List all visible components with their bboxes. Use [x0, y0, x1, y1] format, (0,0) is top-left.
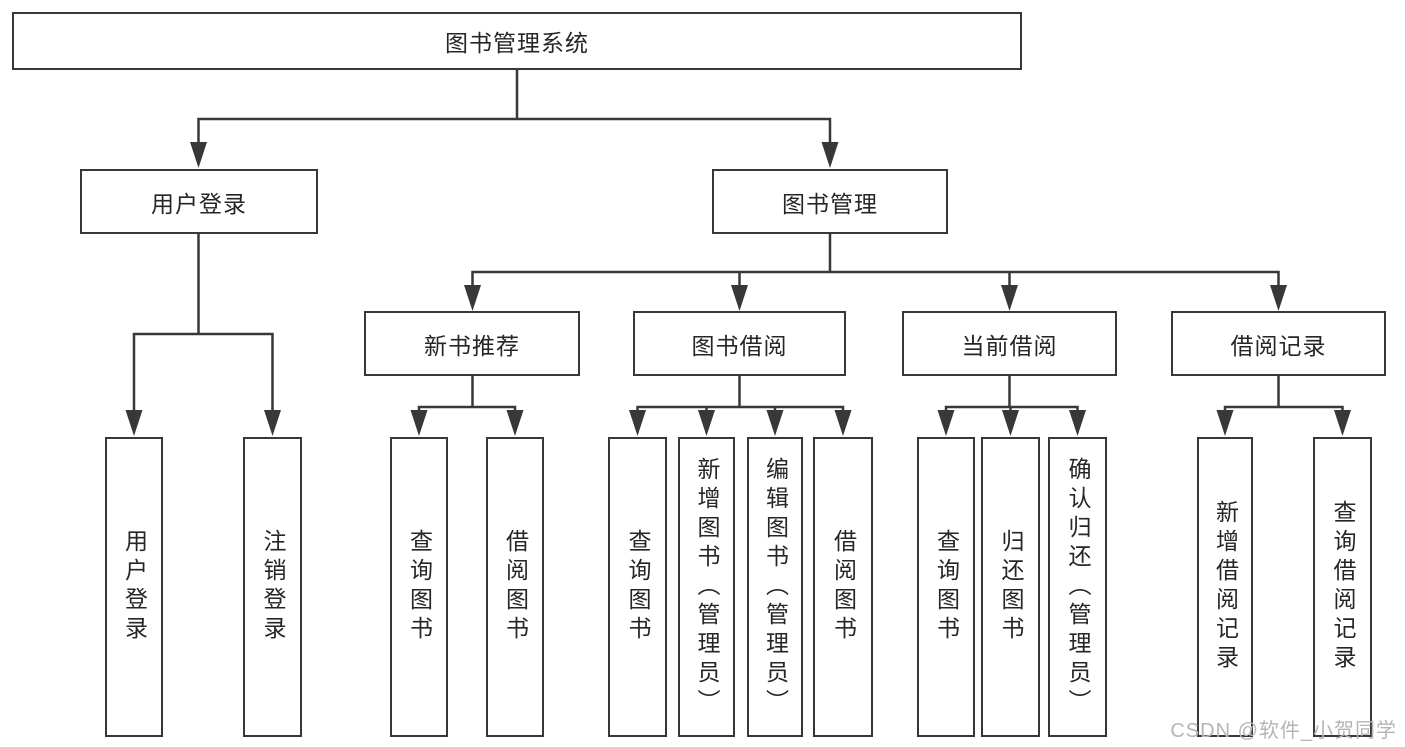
leaf-user-login-label: 用户登录: [121, 529, 148, 645]
leaf-add-book-admin: 新增图书（管理员）: [678, 437, 735, 737]
leaf-return-book-label: 归还图书: [998, 529, 1024, 645]
node-library-system: 图书管理系统: [12, 12, 1022, 70]
leaf-query-books-current: 查询图书: [917, 437, 975, 737]
leaf-borrow-books: 借阅图书: [813, 437, 873, 737]
node-book-borrow: 图书借阅: [633, 311, 846, 376]
node-user-login: 用户登录: [80, 169, 318, 234]
leaf-logout-login: 注销登录: [243, 437, 302, 737]
leaf-query-books-recommend-label: 查询图书: [406, 529, 433, 645]
leaf-add-book-admin-label: 新增图书（管理员）: [694, 456, 720, 718]
leaf-query-books-recommend: 查询图书: [390, 437, 448, 737]
leaf-borrow-books-label: 借阅图书: [830, 529, 857, 645]
node-current-borrow: 当前借阅: [902, 311, 1117, 376]
leaf-add-borrow-record-label: 新增借阅记录: [1212, 500, 1239, 674]
leaf-borrow-books-recommend: 借阅图书: [486, 437, 544, 737]
leaf-query-borrow-record-label: 查询借阅记录: [1330, 500, 1356, 674]
leaf-query-books-borrow: 查询图书: [608, 437, 667, 737]
leaf-edit-book-admin: 编辑图书（管理员）: [747, 437, 803, 737]
leaf-query-borrow-record: 查询借阅记录: [1313, 437, 1372, 737]
leaf-borrow-books-recommend-label: 借阅图书: [502, 529, 529, 645]
leaf-query-books-current-label: 查询图书: [933, 529, 960, 645]
leaf-confirm-return-admin: 确认归还（管理员）: [1048, 437, 1107, 737]
leaf-edit-book-admin-label: 编辑图书（管理员）: [762, 456, 789, 718]
leaf-confirm-return-admin-label: 确认归还（管理员）: [1065, 456, 1091, 718]
leaf-logout-login-label: 注销登录: [260, 529, 286, 645]
leaf-return-book: 归还图书: [981, 437, 1040, 737]
leaf-add-borrow-record: 新增借阅记录: [1197, 437, 1253, 737]
node-new-book-recommend: 新书推荐: [364, 311, 580, 376]
leaf-query-books-borrow-label: 查询图书: [625, 529, 651, 645]
node-borrow-record: 借阅记录: [1171, 311, 1386, 376]
csdn-watermark: CSDN @软件_小贺同学: [1170, 720, 1397, 742]
node-book-management: 图书管理: [712, 169, 948, 234]
arrowheads: [125, 142, 1351, 436]
leaf-user-login: 用户登录: [105, 437, 163, 737]
